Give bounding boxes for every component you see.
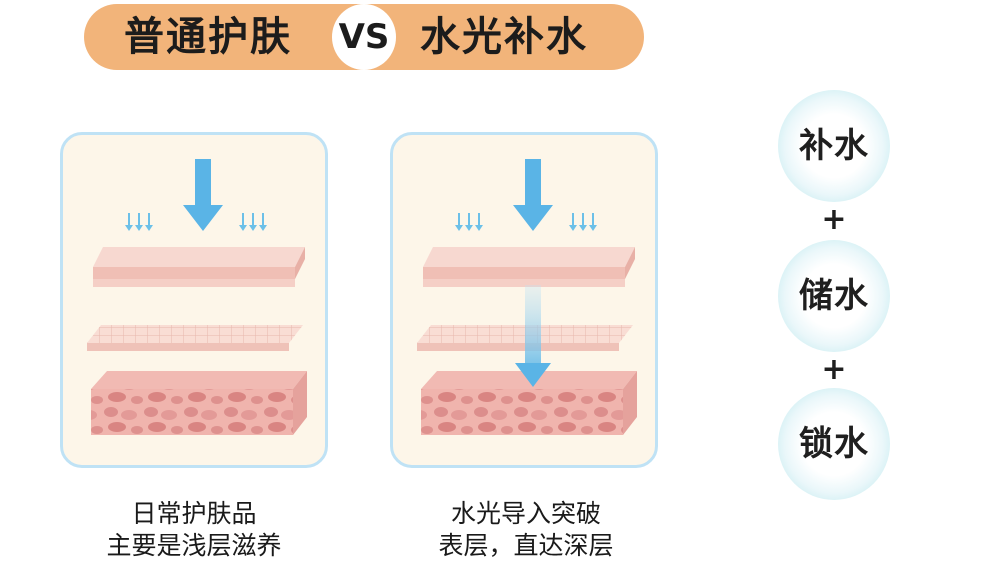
dermis-layer: [421, 371, 637, 435]
big-down-arrow-icon: [183, 159, 223, 231]
small-arrows-left-icon: [455, 213, 483, 231]
caption-normal: 日常护肤品 主要是浅层滋养: [44, 498, 344, 562]
dermis-layer: [91, 371, 307, 435]
small-arrows-left-icon: [125, 213, 153, 231]
caption-normal-line2: 主要是浅层滋养: [106, 531, 282, 560]
step-bubble-lock: 锁水: [778, 388, 890, 500]
plus-sign: +: [821, 202, 847, 237]
big-down-arrow-icon: [513, 159, 553, 231]
epidermis-layer: [423, 247, 635, 287]
step-bubble-hydrate: 补水: [778, 90, 890, 202]
caption-hydration-line2: 表层，直达深层: [438, 531, 614, 560]
caption-hydration-line1: 水光导入突破: [450, 499, 601, 528]
plus-sign: +: [821, 352, 847, 387]
panel-normal-skincare: [60, 132, 328, 468]
caption-normal-line1: 日常护肤品: [131, 499, 257, 528]
vs-badge: VS: [332, 4, 396, 70]
title-normal-skincare: 普通护肤: [124, 14, 292, 60]
skin-layers-diagram-normal: [87, 159, 307, 435]
caption-hydration: 水光导入突破 表层，直达深层: [376, 498, 676, 562]
penetrating-arrow-icon: [515, 285, 551, 387]
mesh-layer: [87, 325, 303, 351]
skin-layers-diagram-hydration: [417, 159, 637, 435]
small-arrows-right-icon: [569, 213, 597, 231]
title-banner: 普通护肤 VS 水光补水: [84, 4, 644, 70]
panel-hydration: [390, 132, 658, 468]
title-hydration: 水光补水: [420, 14, 588, 60]
epidermis-layer: [93, 247, 305, 287]
step-bubble-store: 储水: [778, 240, 890, 352]
small-arrows-right-icon: [239, 213, 267, 231]
